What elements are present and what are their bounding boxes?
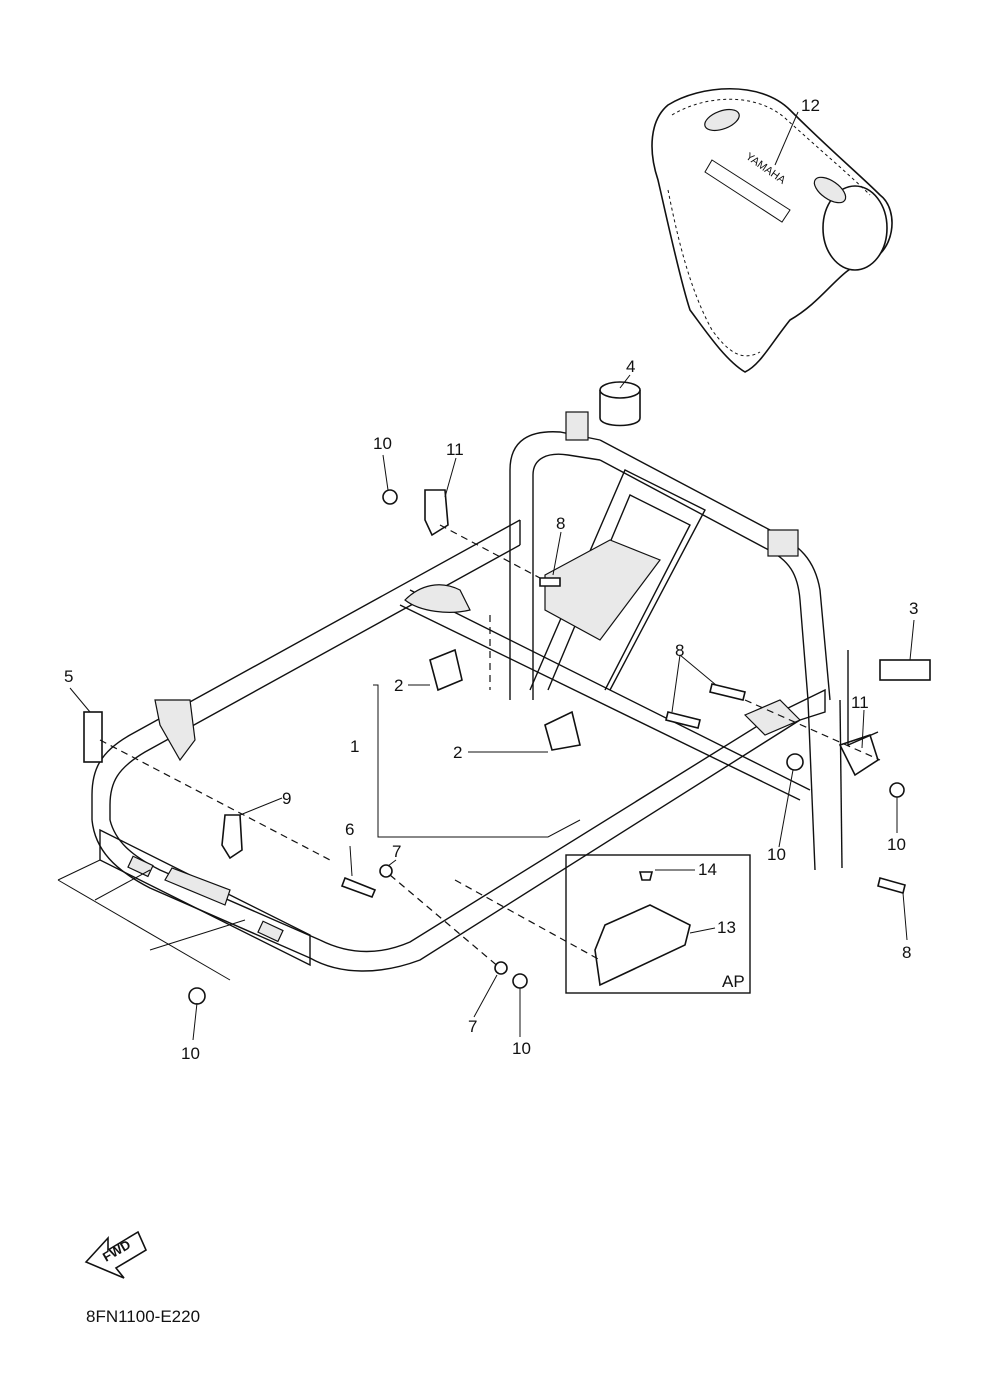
main-frame <box>91 519 826 972</box>
callout-5: 5 <box>64 667 73 686</box>
callout-10-top: 10 <box>373 434 392 453</box>
callout-8-right: 8 <box>675 641 684 660</box>
callout-11-top: 11 <box>446 440 464 459</box>
callout-numbers: 12 4 10 11 8 3 8 5 2 11 1 2 9 6 7 10 10 … <box>64 96 918 1063</box>
bushing-part <box>599 381 641 427</box>
callout-7-upper: 7 <box>392 842 401 861</box>
forward-direction-arrow: FWD <box>84 1230 148 1279</box>
callout-2-lower: 2 <box>453 743 462 762</box>
diagram-code: 8FN1100-E220 <box>86 1307 200 1326</box>
dashed-guide-lines <box>57 524 881 981</box>
inset-label: AP <box>722 972 745 991</box>
callout-7-lower: 7 <box>468 1017 477 1036</box>
callout-10-bottom-mid: 10 <box>512 1039 531 1058</box>
callout-10-right-a: 10 <box>767 845 786 864</box>
steering-support-frame <box>509 411 843 871</box>
callout-1: 1 <box>350 737 359 756</box>
callout-4: 4 <box>626 357 635 376</box>
callout-14: 14 <box>698 860 717 879</box>
hardware-parts <box>83 489 931 1005</box>
callout-11-right: 11 <box>851 693 869 712</box>
callout-8-bottom: 8 <box>902 943 911 962</box>
callout-3: 3 <box>909 599 918 618</box>
callout-2-upper: 2 <box>394 676 403 695</box>
callout-12: 12 <box>801 96 820 115</box>
callout-13: 13 <box>717 918 736 937</box>
callout-10-right-b: 10 <box>887 835 906 854</box>
callout-10-bottom-left: 10 <box>181 1044 200 1063</box>
callout-6: 6 <box>345 820 354 839</box>
callout-8-top: 8 <box>556 514 565 533</box>
leader-lines <box>69 111 915 1041</box>
handlebar-pad-cover: YAMAHA <box>651 87 893 373</box>
inset-ap-box: AP <box>565 854 751 994</box>
callout-9: 9 <box>282 789 291 808</box>
